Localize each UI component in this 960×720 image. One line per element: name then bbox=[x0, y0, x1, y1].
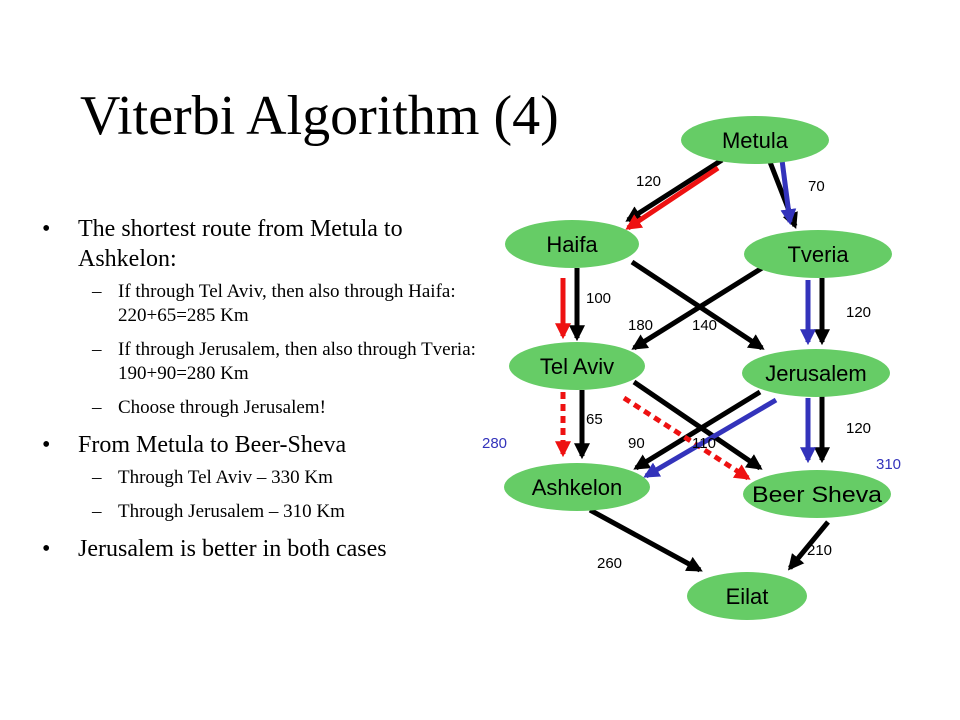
node-jerusalem: Jerusalem bbox=[742, 349, 890, 397]
dash: – bbox=[92, 339, 102, 360]
edge-weight-tveria-jerusalem: 120 bbox=[846, 304, 871, 321]
bullet-text: The shortest route from Metula to Ashkel… bbox=[78, 216, 403, 272]
bullet-jerusalem-better: • Jerusalem is better in both cases bbox=[30, 534, 490, 564]
edge-beersheva-eilat bbox=[787, 520, 830, 571]
red-path-metula-haifa bbox=[625, 165, 720, 231]
node-telaviv-label: Tel Aviv bbox=[540, 354, 614, 379]
edge-ashkelon-eilat bbox=[588, 507, 703, 573]
edge-weight-haifa-telaviv: 100 bbox=[586, 290, 611, 307]
bullet-dot: • bbox=[42, 536, 51, 562]
sub-bullet-through-jerusalem: – Through Jerusalem – 310 Km bbox=[30, 500, 490, 524]
bullet-dot: • bbox=[42, 216, 51, 242]
node-haifa-shape bbox=[505, 220, 639, 268]
dash: – bbox=[92, 467, 102, 488]
node-ashkelon-shape bbox=[504, 463, 650, 511]
sub-bullet-text: Through Jerusalem – 310 Km bbox=[118, 501, 345, 522]
total-beersheva: 310 bbox=[876, 456, 901, 473]
slide-title: Viterbi Algorithm (4) bbox=[80, 85, 559, 147]
edge-weight-tveria-telaviv: 180 bbox=[628, 317, 653, 334]
edge-weight-ashkelon-eilat: 260 bbox=[597, 555, 622, 572]
blue-path-metula-tveria bbox=[779, 159, 797, 226]
sub-bullet-jerusalem: – If through Jerusalem, then also throug… bbox=[30, 338, 490, 386]
edge-weight-telaviv-beersheva: 110 bbox=[692, 435, 716, 452]
edge-metula-haifa bbox=[625, 157, 724, 223]
node-ashkelon-label: Ashkelon bbox=[532, 475, 623, 500]
edge-weight-metula-tveria: 70 bbox=[808, 178, 825, 195]
node-ashkelon: Ashkelon bbox=[504, 463, 650, 511]
edge-weight-beersheva-eilat: 210 bbox=[807, 542, 832, 559]
edge-weight-metula-haifa: 120 bbox=[636, 173, 661, 190]
node-tveria-label: Tveria bbox=[787, 242, 849, 267]
sub-bullet-text: Choose through Jerusalem! bbox=[118, 397, 326, 418]
node-beersheva: Beer Sheva bbox=[743, 470, 891, 518]
node-beersheva-shape bbox=[743, 470, 891, 518]
node-tveria: Tveria bbox=[744, 230, 892, 278]
node-telaviv-shape bbox=[509, 342, 645, 390]
node-tveria-shape bbox=[744, 230, 892, 278]
bullet-beer-sheva: • From Metula to Beer-Sheva bbox=[30, 430, 490, 460]
node-eilat: Eilat bbox=[687, 572, 807, 620]
blue-path-jerusalem-ashkelon bbox=[643, 397, 778, 479]
sub-bullet-text: If through Jerusalem, then also through … bbox=[118, 339, 476, 384]
node-metula-label: Metula bbox=[722, 128, 789, 153]
sub-bullet-text: Through Tel Aviv – 330 Km bbox=[118, 467, 333, 488]
edge-weight-jerusalem-beersheva: 120 bbox=[846, 420, 871, 437]
edge-telaviv-beersheva bbox=[632, 379, 763, 471]
sub-bullet-text: If through Tel Aviv, then also through H… bbox=[118, 281, 456, 326]
sub-bullet-choose: – Choose through Jerusalem! bbox=[30, 396, 490, 420]
node-jerusalem-label: Jerusalem bbox=[765, 361, 866, 386]
bullet-dot: • bbox=[42, 432, 51, 458]
node-jerusalem-shape bbox=[742, 349, 890, 397]
dash: – bbox=[92, 501, 102, 522]
sub-bullet-tel-aviv: – If through Tel Aviv, then also through… bbox=[30, 280, 490, 328]
edge-haifa-jerusalem bbox=[630, 259, 765, 351]
bullet-text: From Metula to Beer-Sheva bbox=[78, 432, 347, 458]
bullet-list: • The shortest route from Metula to Ashk… bbox=[30, 214, 490, 568]
node-metula-shape bbox=[681, 116, 829, 164]
node-haifa-label: Haifa bbox=[546, 232, 598, 257]
node-telaviv: Tel Aviv bbox=[509, 342, 645, 390]
dash: – bbox=[92, 397, 102, 418]
edge-tveria-telaviv bbox=[631, 265, 764, 351]
sub-bullet-through-tel-aviv: – Through Tel Aviv – 330 Km bbox=[30, 466, 490, 490]
dash: – bbox=[92, 281, 102, 302]
red-path-telaviv-beersheva bbox=[622, 395, 751, 481]
edge-weight-haifa-jerusalem: 140 bbox=[692, 317, 717, 334]
bullet-text: Jerusalem is better in both cases bbox=[78, 536, 387, 562]
edge-weight-jerusalem-ashkelon: 90 bbox=[628, 435, 645, 452]
node-beersheva-label: Beer Sheva bbox=[752, 482, 883, 507]
node-haifa: Haifa bbox=[505, 220, 639, 268]
edge-weight-telaviv-ashkelon: 65 bbox=[586, 411, 603, 428]
node-eilat-shape bbox=[687, 572, 807, 620]
node-eilat-label: Eilat bbox=[726, 584, 769, 609]
node-metula: Metula bbox=[681, 116, 829, 164]
bullet-shortest-route: • The shortest route from Metula to Ashk… bbox=[30, 214, 490, 274]
edge-jerusalem-ashkelon bbox=[633, 389, 762, 471]
total-ashkelon: 280 bbox=[482, 435, 507, 452]
